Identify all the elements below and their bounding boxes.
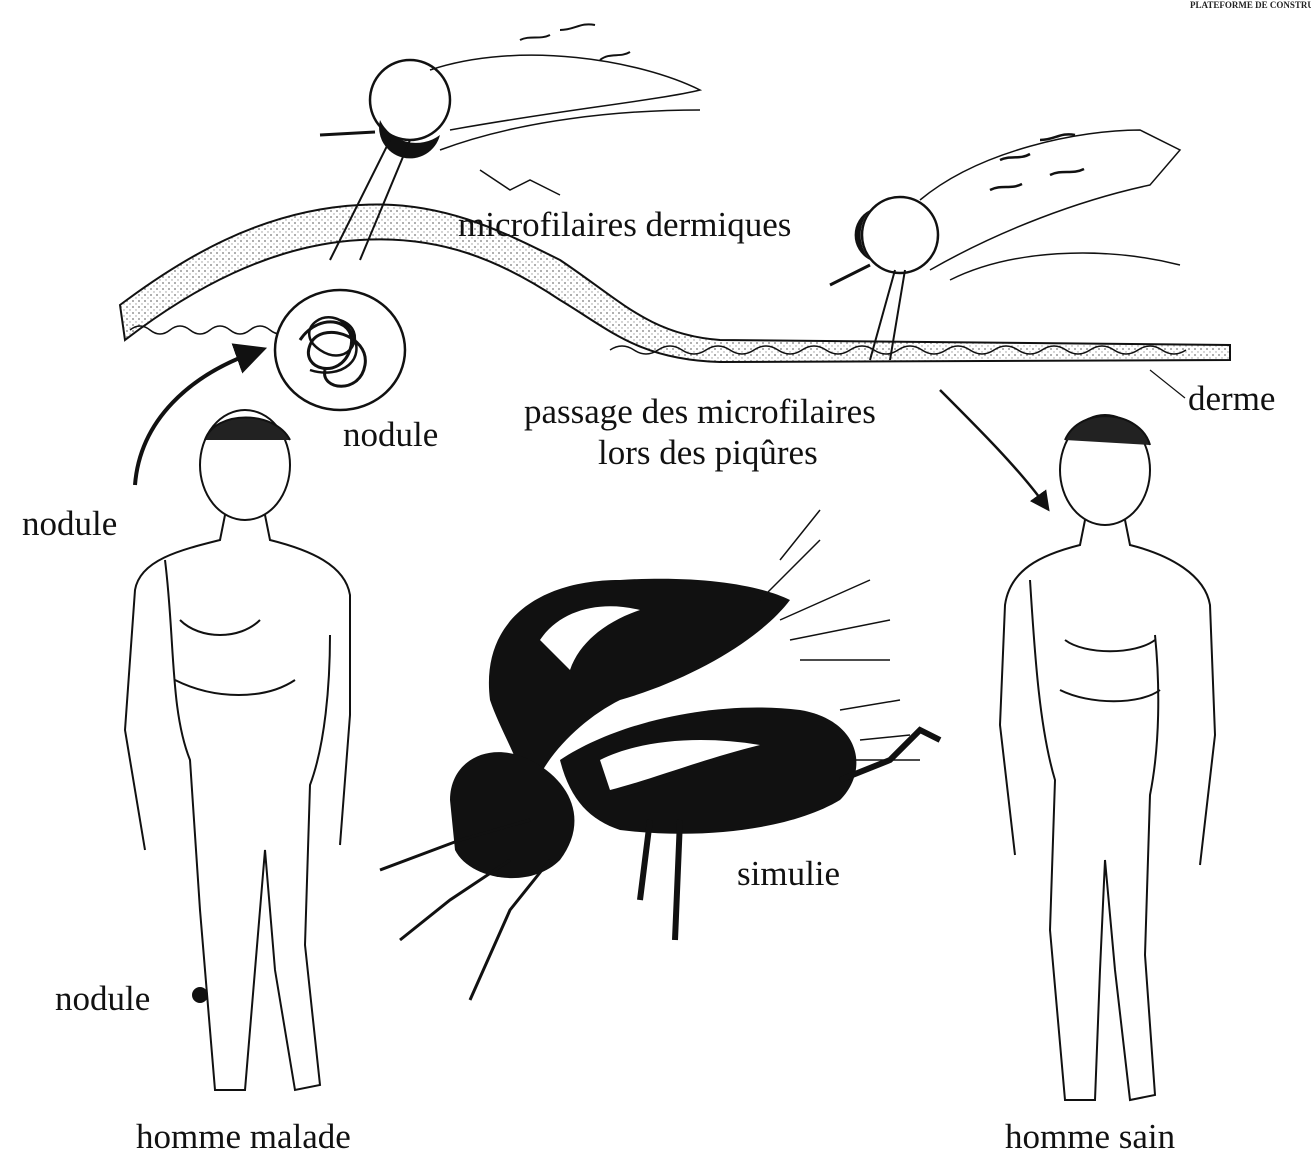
skin-nodule-drawing [275,290,405,410]
label-nodule-torso: nodule [22,505,117,543]
label-homme-malade: homme malade [136,1118,351,1156]
fly-head-top-right [830,130,1180,360]
figure-healthy-man [1000,415,1215,1100]
label-microfilaires-dermiques: microfilaires dermiques [458,206,791,244]
figure-sick-man [125,410,350,1090]
label-passage-line1: passage des microfilaires [524,393,876,431]
label-nodule-skin: nodule [343,416,438,454]
simulium-fly-drawing [380,510,940,1000]
corner-header-text: PLATEFORME DE CONSTRUCTIO [1190,0,1311,10]
label-derme: derme [1188,380,1275,418]
label-homme-sain: homme sain [1005,1118,1175,1156]
arrow-to-healthy [940,390,1045,505]
label-simulie: simulie [737,855,840,893]
label-nodule-leg: nodule [55,980,150,1018]
label-passage-line2: lors des piqûres [598,434,818,472]
